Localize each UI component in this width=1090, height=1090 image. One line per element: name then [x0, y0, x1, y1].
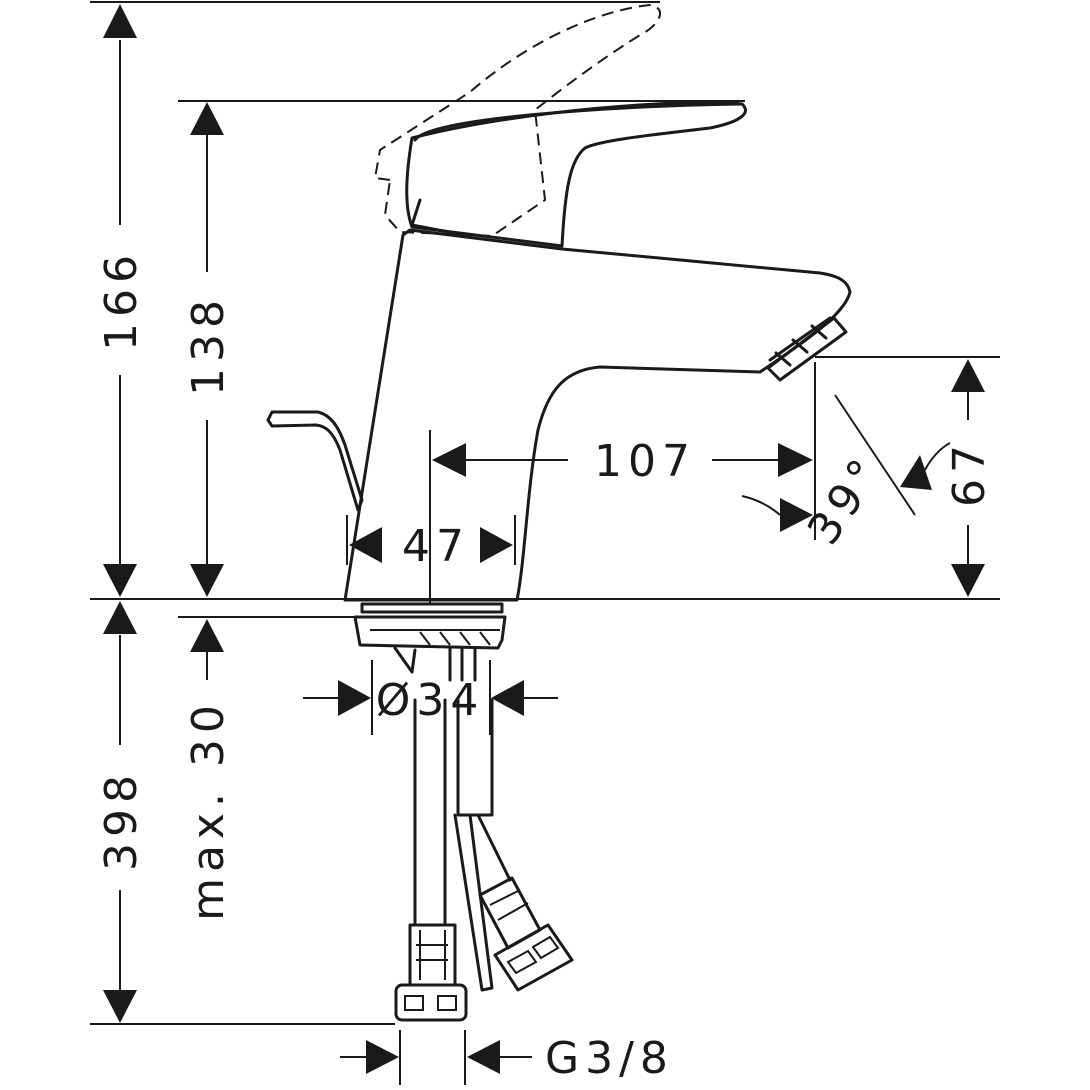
dimension-max-thickness: max. 30: [183, 619, 234, 921]
dimension-spout-reach: 107: [432, 436, 813, 487]
mounting-assembly: [353, 602, 574, 1022]
faucet-body: [266, 3, 852, 602]
connector-right: [478, 876, 574, 992]
dimension-hole-diameter: Ø34: [303, 675, 558, 726]
aerator: [766, 316, 848, 382]
dimension-spout-height: 138: [183, 102, 234, 597]
dim-label-166: 166: [96, 249, 147, 351]
dim-label-398: 398: [96, 769, 147, 871]
dim-label-max30: max. 30: [183, 699, 234, 921]
dimension-total-height-below: 398: [96, 601, 147, 1023]
dim-label-47: 47: [402, 521, 470, 572]
dim-label-107: 107: [594, 436, 696, 487]
extension-lines: [90, 1, 1000, 1085]
dimension-thread-size: G3/8: [340, 1033, 674, 1084]
dim-label-138: 138: [183, 294, 234, 396]
dim-label-g38: G3/8: [545, 1033, 674, 1084]
dim-label-67: 67: [944, 439, 995, 507]
dim-label-diameter34: Ø34: [376, 675, 485, 726]
connector-left: [394, 923, 468, 1022]
dimension-total-height-above: 166: [96, 4, 147, 597]
dimension-aerator-height: 67: [944, 359, 995, 597]
dimension-base-width: 47: [349, 521, 513, 572]
